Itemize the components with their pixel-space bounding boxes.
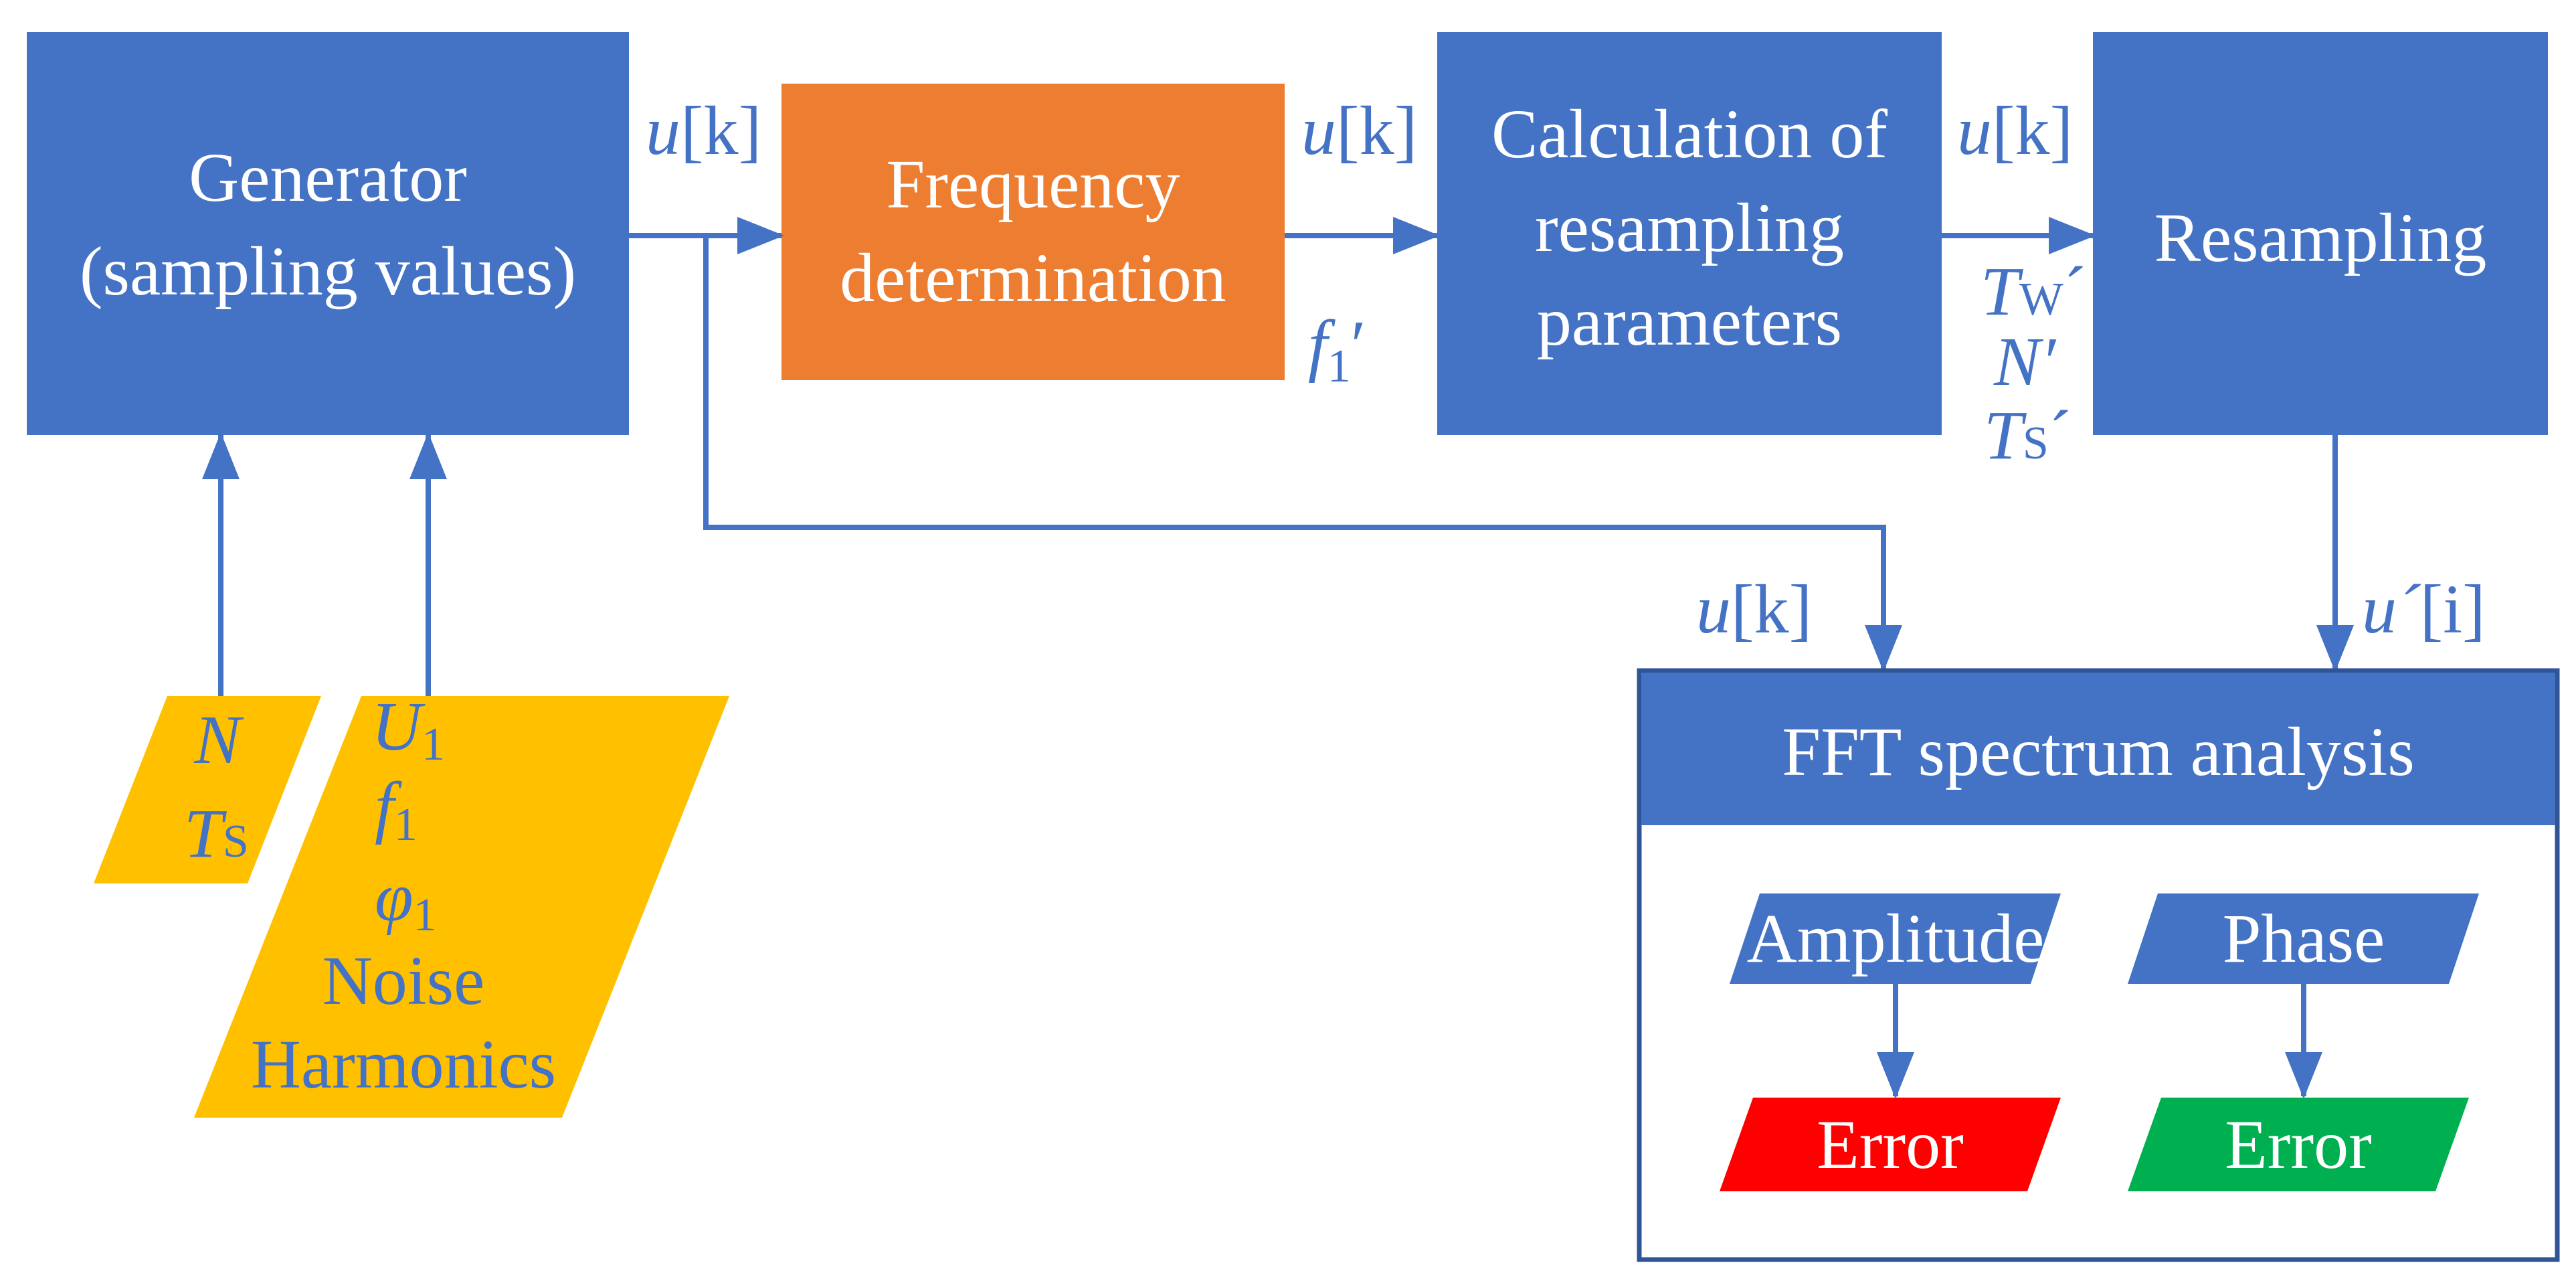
label-f1-prime: f1′ [1308, 307, 1366, 392]
label-uk-1: u[k] [646, 92, 761, 169]
label-tw-prime: TW´ [1981, 253, 2087, 330]
amplitude-shape [1730, 893, 2061, 984]
error-amplitude-label: Error [1817, 1106, 1963, 1183]
error-phase-shape [2128, 1098, 2469, 1191]
right-input-shape [194, 696, 729, 1118]
input-n: N [193, 701, 244, 778]
frequency-determination-block: Frequency determination [781, 84, 1285, 380]
input-harmonics: Harmonics [251, 1026, 556, 1103]
calculation-block: Calculation of resampling parameters [1437, 32, 1942, 435]
generator-box [27, 32, 629, 435]
calculation-title-line2: resampling [1535, 189, 1844, 266]
generator-block: Generator (sampling values) [27, 32, 629, 435]
error-phase-label: Error [2225, 1106, 2371, 1183]
input-ts: TS [184, 795, 249, 872]
right-input-block: U1 f1 φ1 Noise Harmonics [194, 688, 729, 1118]
calculation-title-line1: Calculation of [1491, 96, 1888, 173]
calculation-title-line3: parameters [1537, 283, 1842, 360]
input-u1: U1 [371, 688, 445, 770]
label-uk-3: u[k] [1957, 92, 2073, 169]
phase-label: Phase [2223, 900, 2385, 977]
label-n-prime: N′ [1993, 323, 2057, 400]
fft-title: FFT spectrum analysis [1782, 713, 2415, 790]
input-phi1: φ1 [375, 859, 437, 941]
frequency-box [781, 84, 1285, 380]
calculation-box [1437, 32, 1942, 435]
error-amplitude-shape [1720, 1098, 2061, 1191]
generator-title: Generator [189, 139, 467, 216]
phase-shape [2128, 893, 2479, 984]
label-uk-4: u[k] [1696, 571, 1812, 648]
label-u-prime-i: u´[i] [2362, 571, 2486, 648]
fft-block: FFT spectrum analysis Amplitude Phase Er… [1637, 668, 2560, 1262]
arrow-uk-to-fft [703, 236, 1902, 672]
label-uk-2: u[k] [1301, 92, 1417, 169]
fft-header [1641, 673, 2555, 825]
resampling-title: Resampling [2154, 199, 2487, 276]
input-noise: Noise [323, 942, 485, 1019]
amplitude-label: Amplitude [1747, 900, 2045, 977]
frequency-title-line2: determination [840, 240, 1226, 317]
label-ts-prime: TS´ [1984, 397, 2072, 474]
resampling-block: Resampling [2093, 32, 2548, 435]
left-input-block: N TS [94, 696, 321, 883]
generator-subtitle: (sampling values) [80, 233, 576, 310]
frequency-title-line1: Frequency [887, 146, 1180, 223]
resampling-box [2093, 32, 2548, 435]
left-input-shape [94, 696, 321, 883]
